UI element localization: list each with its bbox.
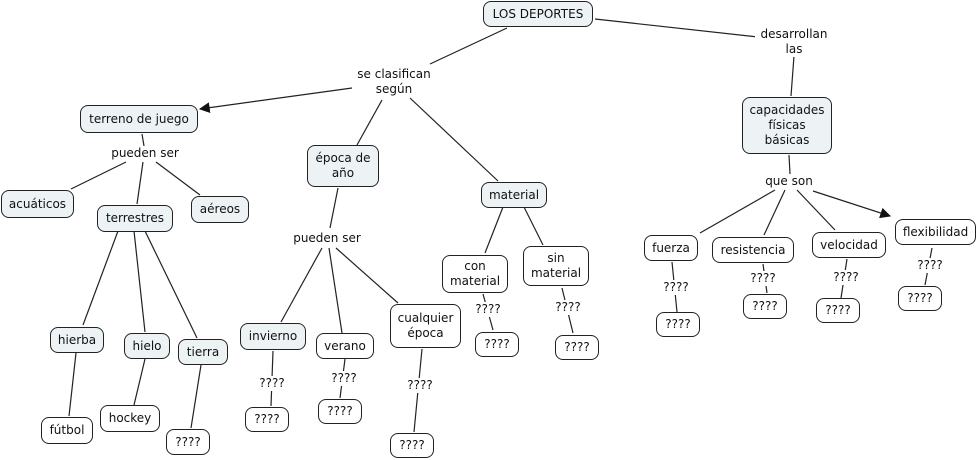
edge-pueden-terrestres [136,161,144,205]
edge-hierba-futbol [68,352,77,417]
concept-fuerza-unknown[interactable]: ???? [656,312,700,337]
concept-con-material-unknown[interactable]: ???? [475,332,519,357]
edge-pueden-verano [328,247,343,334]
concept-material[interactable]: material [481,182,547,208]
link-que-son[interactable]: que son [760,174,818,189]
concept-cualquier-unknown[interactable]: ???? [390,433,434,458]
concept-flexibilidad-unknown[interactable]: ???? [898,286,942,311]
link-resistencia-unknown[interactable]: ???? [745,271,781,286]
edge-hielo-hockey [133,358,146,406]
edge-terrestres-hielo [133,230,146,333]
edge-pueden-acuaticos [70,161,127,190]
link-pueden-ser-terreno[interactable]: pueden ser [108,146,182,161]
concept-futbol[interactable]: fútbol [41,417,93,444]
link-desarrollan-las[interactable]: desarrollan las [755,27,833,57]
edge-terreno-pueden [141,133,145,147]
link-sin-material-unknown[interactable]: ???? [550,300,586,315]
concept-epoca-de-ano[interactable]: época de año [307,145,379,187]
edge-clasifican-epoca [356,99,383,146]
link-cualquier-unknown[interactable]: ???? [402,378,438,393]
concept-acuaticos[interactable]: acuáticos [1,190,74,218]
concept-terreno-de-juego[interactable]: terreno de juego [80,105,198,133]
concept-capacidades-fisicas-basicas[interactable]: capacidades físicas básicas [742,97,832,154]
concept-flexibilidad[interactable]: flexibilidad [895,219,976,245]
edge-queson-fuerza [699,189,776,234]
concept-sin-material-unknown[interactable]: ???? [555,335,599,360]
concept-los-deportes[interactable]: LOS DEPORTES [483,1,593,27]
concept-invierno[interactable]: invierno [240,323,306,350]
concept-tierra[interactable]: tierra [178,339,228,365]
edge-pueden-aereos [155,161,201,196]
edge-queson-resistencia [763,189,786,236]
concept-fuerza[interactable]: fuerza [644,235,698,261]
concept-verano[interactable]: verano [316,333,374,359]
link-verano-unknown[interactable]: ???? [326,371,362,386]
link-fuerza-unknown[interactable]: ???? [658,280,694,295]
concept-velocidad-unknown[interactable]: ???? [816,298,860,323]
edge-clasifican-material [409,97,499,182]
concept-verano-unknown[interactable]: ???? [318,399,362,424]
concept-hielo[interactable]: hielo [124,333,170,359]
edge-root-desarrollan [594,18,759,38]
concept-aereos[interactable]: aéreos [191,196,249,223]
concept-velocidad[interactable]: velocidad [812,232,886,258]
concept-cualquier-epoca[interactable]: cualquier época [390,304,461,348]
link-con-material-unknown[interactable]: ???? [470,302,506,317]
edge-clasifican-terreno [198,87,353,114]
concept-hockey[interactable]: hockey [100,405,160,432]
edge-queson-flexibilidad [812,190,892,219]
edge-root-clasifican [429,27,508,65]
edge-epoca-pueden [329,187,339,229]
concept-tierra-unknown[interactable]: ???? [166,429,210,455]
link-velocidad-unknown[interactable]: ???? [828,270,864,285]
link-flexibilidad-unknown[interactable]: ???? [912,258,948,273]
edge-queson-velocidad [796,189,836,231]
concept-resistencia-unknown[interactable]: ???? [743,294,787,319]
concept-terrestres[interactable]: terrestres [97,205,173,232]
link-invierno-unknown[interactable]: ???? [254,376,290,391]
edge-tierra-q [190,364,202,429]
concept-sin-material[interactable]: sin material [523,246,589,286]
edge-desarrollan-capacidades [790,55,795,97]
concept-invierno-unknown[interactable]: ???? [245,407,289,432]
edge-terrestres-tierra [144,230,198,339]
edge-material-con [484,206,504,254]
link-pueden-ser-epoca[interactable]: pueden ser [290,231,364,246]
edge-terrestres-hierba [82,230,119,326]
link-se-clasifican-segun[interactable]: se clasifican según [352,67,436,97]
edge-pueden-cualquier [335,247,399,304]
concept-resistencia[interactable]: resistencia [712,237,794,263]
edge-material-sin [523,206,544,246]
edge-capacidades-queson [788,154,791,175]
concept-con-material[interactable]: con material [442,255,508,293]
edge-pueden-invierno [280,247,323,323]
concept-hierba[interactable]: hierba [50,327,104,353]
